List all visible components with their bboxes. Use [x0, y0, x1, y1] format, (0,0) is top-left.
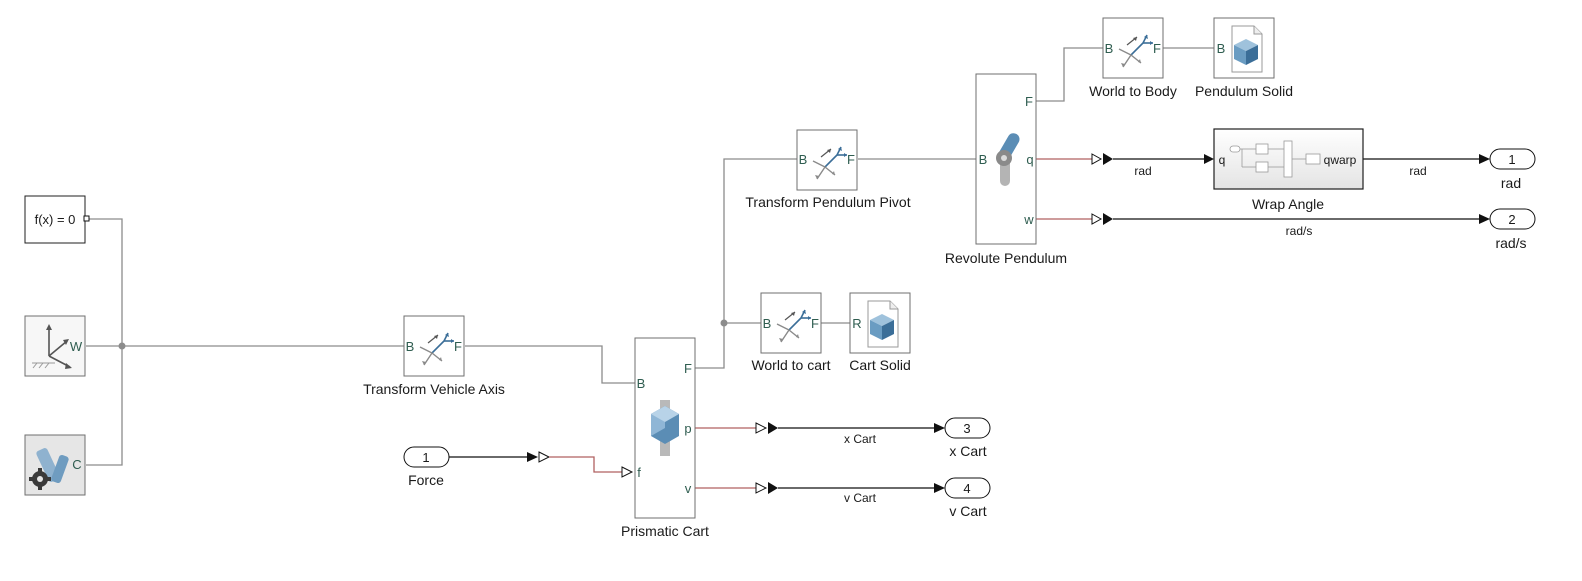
mech-port-c: C: [72, 457, 81, 472]
outport-label: rad: [1501, 175, 1521, 191]
port-b: B: [637, 376, 646, 391]
signal-label-rad-per-s: rad/s: [1286, 224, 1313, 238]
port-qwarp: qwarp: [1324, 153, 1357, 167]
world-to-cart-label: World to cart: [751, 357, 830, 373]
outport-x-cart[interactable]: 3 x Cart: [944, 417, 991, 459]
port-b: B: [1217, 41, 1226, 56]
solver-port: [83, 215, 90, 222]
transform-pendulum-pivot-label: Transform Pendulum Pivot: [745, 194, 910, 210]
port-w: w: [1023, 212, 1034, 227]
mechanism-configuration-icon: [29, 448, 69, 490]
world-to-body-block[interactable]: B F World to Body: [1089, 17, 1177, 99]
port-b: B: [979, 152, 988, 167]
mechanism-configuration-block[interactable]: C: [24, 434, 86, 496]
port-r: R: [852, 316, 861, 331]
solver-configuration-block[interactable]: f(x) = 0: [24, 195, 90, 244]
pendulum-solid-label: Pendulum Solid: [1195, 83, 1293, 99]
wire-cart-f-branch[interactable]: [695, 158, 797, 369]
inport-label: Force: [408, 472, 444, 488]
port-f: F: [1025, 94, 1033, 109]
port-f: F: [684, 361, 692, 376]
wire-vehicle-transform-to-cart[interactable]: [465, 345, 635, 384]
signal-label-x-cart: x Cart: [844, 432, 877, 446]
cart-solid-label: Cart Solid: [849, 357, 910, 373]
wrap-angle-block[interactable]: q qwarp Wrap Angle: [1213, 128, 1364, 212]
port-b: B: [763, 316, 772, 331]
port-p: p: [684, 421, 691, 436]
outport-v-cart[interactable]: 4 v Cart: [944, 477, 991, 519]
transform-pendulum-pivot-block[interactable]: B F Transform Pendulum Pivot: [745, 129, 911, 210]
transform-vehicle-axis-block[interactable]: B F Transform Vehicle Axis: [363, 315, 505, 397]
signal-label-rad-wrapped: rad: [1409, 164, 1426, 178]
port-v: v: [685, 481, 692, 496]
world-frame-icon: [32, 324, 72, 369]
world-frame-block[interactable]: W: [24, 315, 86, 377]
prismatic-joint-icon: [651, 400, 679, 456]
world-port-w: W: [70, 339, 83, 354]
prismatic-cart-label: Prismatic Cart: [621, 523, 709, 539]
port-f: F: [811, 316, 819, 331]
outport-label: v Cart: [949, 503, 986, 519]
outport-number: 3: [963, 421, 970, 436]
port-f: F: [454, 339, 462, 354]
outport-label: x Cart: [949, 443, 986, 459]
wire-force-converted[interactable]: [549, 456, 622, 473]
prismatic-cart-block[interactable]: B F p v f Prismatic Cart: [621, 337, 709, 539]
outport-number: 2: [1508, 212, 1515, 227]
cart-solid-block[interactable]: R Cart Solid: [849, 292, 911, 373]
inport-number: 1: [422, 450, 429, 465]
port-f-input: f: [637, 465, 641, 480]
wire-solver-bus[interactable]: [86, 218, 123, 466]
signal-label-v-cart: v Cart: [844, 491, 877, 505]
port-f: F: [847, 152, 855, 167]
world-to-body-label: World to Body: [1089, 83, 1177, 99]
revolute-joint-icon: [996, 133, 1020, 186]
port-q: q: [1026, 152, 1033, 167]
revolute-pendulum-block[interactable]: B F q w Revolute Pendulum: [945, 73, 1067, 266]
ps-converter-arrow: [1091, 153, 1103, 165]
port-q: q: [1219, 153, 1226, 167]
physical-connections: [86, 47, 1214, 466]
outport-number: 1: [1508, 152, 1515, 167]
world-to-cart-block[interactable]: B F World to cart: [751, 292, 831, 373]
port-b: B: [799, 152, 808, 167]
outport-label: rad/s: [1495, 235, 1526, 251]
outport-rad[interactable]: 1 rad: [1489, 148, 1536, 191]
inport-force[interactable]: 1 Force: [403, 446, 450, 488]
signal-arrow: [1103, 153, 1113, 165]
port-b: B: [1105, 41, 1114, 56]
outport-rad-per-s[interactable]: 2 rad/s: [1489, 208, 1536, 251]
outport-number: 4: [963, 481, 970, 496]
port-b: B: [406, 339, 415, 354]
signal-label-rad: rad: [1134, 164, 1151, 178]
pendulum-solid-block[interactable]: B Pendulum Solid: [1195, 17, 1293, 99]
subsystem-preview-icon: [1229, 140, 1321, 178]
transform-vehicle-axis-label: Transform Vehicle Axis: [363, 381, 505, 397]
port-f: F: [1153, 41, 1161, 56]
signal-connections: [449, 153, 1490, 494]
wire-revolute-to-world-to-body[interactable]: [1036, 47, 1103, 102]
revolute-pendulum-label: Revolute Pendulum: [945, 250, 1067, 266]
solver-label: f(x) = 0: [35, 212, 76, 227]
wrap-angle-label: Wrap Angle: [1252, 196, 1324, 212]
